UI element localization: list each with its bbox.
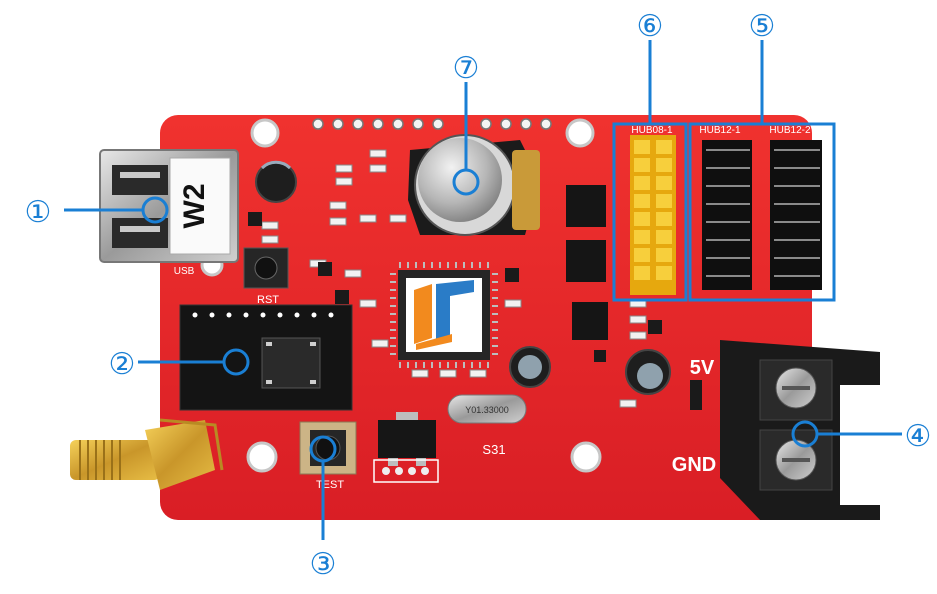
callout-1: ① bbox=[25, 195, 52, 230]
top-pin-row bbox=[312, 118, 552, 130]
hub08-label: HUB08-1 bbox=[631, 125, 673, 136]
voltage-regulator bbox=[378, 412, 436, 466]
wireless-module bbox=[179, 304, 353, 411]
capacitor-c17 bbox=[255, 160, 297, 203]
rst-label: RST bbox=[257, 294, 279, 306]
hub12-1-label: HUB12-1 bbox=[699, 125, 741, 136]
power-terminal bbox=[720, 340, 880, 520]
capacitor-5v bbox=[625, 349, 671, 395]
smd-components bbox=[261, 149, 647, 408]
mounting-holes bbox=[200, 118, 602, 473]
callout-3: ③ bbox=[310, 547, 337, 582]
driver-chips bbox=[566, 185, 608, 340]
hub12-2-label: HUB12-2 bbox=[769, 125, 811, 136]
antenna-connector bbox=[70, 418, 224, 490]
reset-button[interactable]: RST bbox=[243, 247, 289, 306]
crystal-label: Y01.33000 bbox=[465, 405, 509, 415]
callout-leader-lines bbox=[64, 40, 902, 540]
dark-smd-components bbox=[248, 212, 702, 410]
usb-text: USB bbox=[174, 266, 195, 277]
main-chip bbox=[390, 262, 498, 368]
callout-7: ⑦ bbox=[453, 51, 480, 86]
coin-battery bbox=[408, 134, 540, 236]
hub12-1-header bbox=[702, 140, 752, 290]
crystal-oscillator: Y01.33000 bbox=[447, 394, 527, 424]
s31-label: S31 bbox=[482, 442, 505, 457]
callout-6: ⑥ bbox=[637, 9, 664, 44]
test-label: TEST bbox=[316, 479, 344, 491]
bottom-pin-header bbox=[373, 459, 439, 483]
callout-numbers: ① ② ③ ④ ⑤ ⑥ ⑦ bbox=[25, 9, 932, 582]
usb-port: W2 USB bbox=[99, 149, 239, 277]
callout-2: ② bbox=[109, 347, 136, 382]
callout-5: ⑤ bbox=[749, 9, 776, 44]
capacitor-c11 bbox=[509, 346, 551, 388]
callout-4: ④ bbox=[905, 419, 932, 454]
usb-model-label: W2 bbox=[178, 184, 211, 229]
hub12-2-header bbox=[770, 140, 822, 290]
hub08-header bbox=[630, 135, 676, 295]
voltage-label: 5V bbox=[690, 357, 715, 379]
gnd-label: GND bbox=[672, 454, 716, 476]
